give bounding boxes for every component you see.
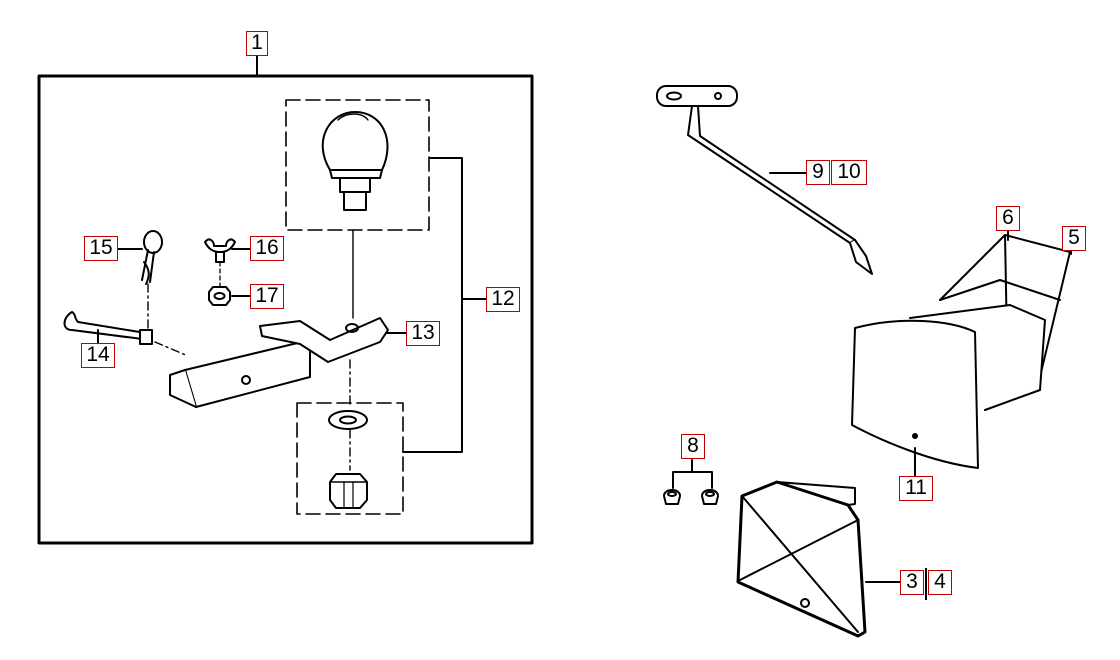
- small-nut: [208, 286, 231, 306]
- callout-8: 8: [681, 434, 705, 459]
- cap-nut-right: [701, 489, 719, 505]
- callout-1: 1: [246, 31, 268, 56]
- cap-nut-left: [663, 489, 681, 505]
- callout-4: 4: [928, 570, 952, 595]
- bracket-12: [402, 157, 463, 453]
- callout-12: 12: [486, 287, 520, 312]
- pin-axis-line: [154, 341, 189, 357]
- lock-washer: [328, 410, 368, 430]
- hitch-kit-frame: [37, 74, 534, 545]
- callout-9: 9: [806, 160, 830, 185]
- clip-pin: [141, 230, 163, 285]
- hex-nut: [329, 473, 368, 509]
- divider-3-4: [925, 568, 927, 600]
- callout-6: 6: [996, 206, 1020, 231]
- callout-3: 3: [900, 570, 924, 595]
- catcher-bag: [851, 304, 1046, 469]
- callout-5: 5: [1062, 226, 1086, 251]
- callout-16: 16: [250, 236, 284, 261]
- callout-15: 15: [84, 236, 118, 261]
- grass-guard: [736, 480, 867, 638]
- drawbar: [169, 317, 389, 408]
- hitch-ball: [321, 111, 389, 211]
- callout-11: 11: [899, 476, 933, 501]
- bracket-8: [672, 459, 713, 489]
- callout-10: 10: [831, 160, 867, 185]
- callout-13: 13: [406, 321, 440, 346]
- callout-17: 17: [250, 284, 284, 309]
- support-rod: [656, 85, 873, 275]
- callout-14: 14: [81, 343, 115, 368]
- wing-bolt: [204, 238, 236, 263]
- hitch-ball-group-box: [285, 99, 430, 231]
- hitch-pin: [63, 311, 153, 345]
